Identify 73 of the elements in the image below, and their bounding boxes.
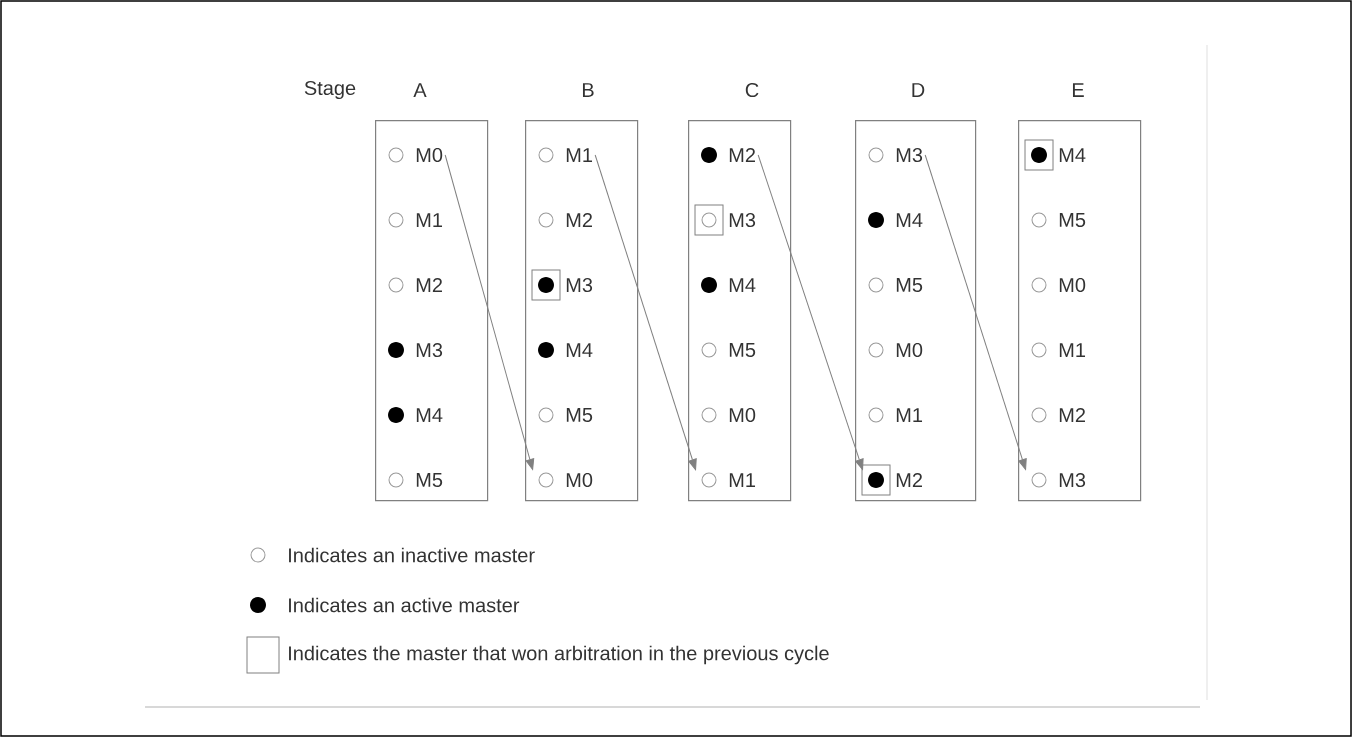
master-entry: M5 [868, 277, 923, 293]
node-label: M5 [416, 473, 443, 487]
node-label: M5 [729, 343, 756, 357]
arrow [757, 154, 864, 470]
node-label: M2 [416, 278, 442, 292]
node-label: M5 [896, 278, 923, 292]
master-entry: M5 [1031, 212, 1086, 228]
node-label: M1 [896, 408, 923, 422]
master-entry: M1 [868, 407, 922, 423]
master-entry: M5 [701, 342, 756, 358]
node-label: M2 [566, 213, 592, 227]
master-entry: M4 [868, 212, 923, 228]
node-label: C [745, 82, 759, 98]
master-entry: M1 [701, 472, 755, 488]
node-label: M0 [416, 147, 443, 163]
node-label: M2 [1059, 408, 1085, 422]
legend-text: Indicates the master that won arbitration in the previous cycle [289, 645, 829, 665]
master-entry: M3 [531, 269, 593, 301]
node-label: M4 [566, 343, 593, 357]
node-label: M1 [566, 148, 593, 162]
node-label: B [582, 83, 594, 97]
legend-text: Indicates an active master [289, 597, 520, 613]
node-label: M5 [566, 408, 593, 422]
master-entry: M3 [694, 204, 756, 236]
node-label: M0 [729, 407, 756, 423]
master-entry: M0 [388, 147, 443, 163]
arrow [444, 154, 535, 470]
node-label: M0 [1059, 277, 1086, 293]
master-entry: M4 [1024, 139, 1086, 171]
master-entry: M1 [538, 147, 592, 163]
node-label: M4 [896, 213, 923, 227]
master-entry: M5 [388, 472, 443, 488]
master-entry: M0 [701, 407, 756, 423]
node-label: M4 [416, 408, 443, 422]
arrow [924, 154, 1027, 470]
node-label: E [1072, 83, 1084, 97]
master-entry: M2 [1031, 407, 1085, 423]
master-entry: M4 [538, 342, 593, 358]
node-label: D [912, 83, 925, 97]
node-label: M3 [566, 277, 593, 293]
master-entry: M3 [1031, 472, 1086, 488]
node-label: M3 [416, 342, 443, 358]
master-entry: M3 [868, 147, 923, 163]
master-entry: M1 [388, 212, 442, 228]
node-label: A [413, 83, 427, 97]
node-label: M1 [1059, 343, 1086, 357]
legend-text: Indicates an inactive master [289, 547, 535, 563]
master-entry: M4 [701, 277, 756, 293]
master-entry: M1 [1031, 342, 1085, 358]
node-label: M0 [896, 342, 923, 358]
node-label: M2 [729, 148, 755, 162]
arrow [594, 154, 697, 471]
stage-label: Stage [304, 80, 356, 100]
master-entry: M5 [538, 407, 593, 423]
master-entry: M4 [388, 407, 443, 423]
master-entry: M2 [701, 147, 755, 163]
node-label: M3 [729, 212, 756, 228]
master-entry: M2 [538, 212, 592, 228]
master-entry: M0 [1031, 277, 1086, 293]
node-label: M2 [896, 473, 922, 487]
master-entry: M2 [861, 464, 922, 496]
master-entry: M3 [388, 342, 443, 358]
node-label: M1 [729, 473, 756, 487]
node-label: M5 [1059, 213, 1086, 227]
node-label: M0 [566, 472, 593, 488]
node-label: M4 [1059, 148, 1086, 162]
node-label: M3 [896, 147, 923, 163]
node-label: M3 [1059, 472, 1086, 488]
master-entry: M2 [388, 277, 442, 293]
master-entry: M0 [868, 342, 923, 358]
master-entry: M0 [538, 472, 593, 488]
node-label: M4 [729, 278, 756, 292]
node-label: M1 [416, 213, 443, 227]
